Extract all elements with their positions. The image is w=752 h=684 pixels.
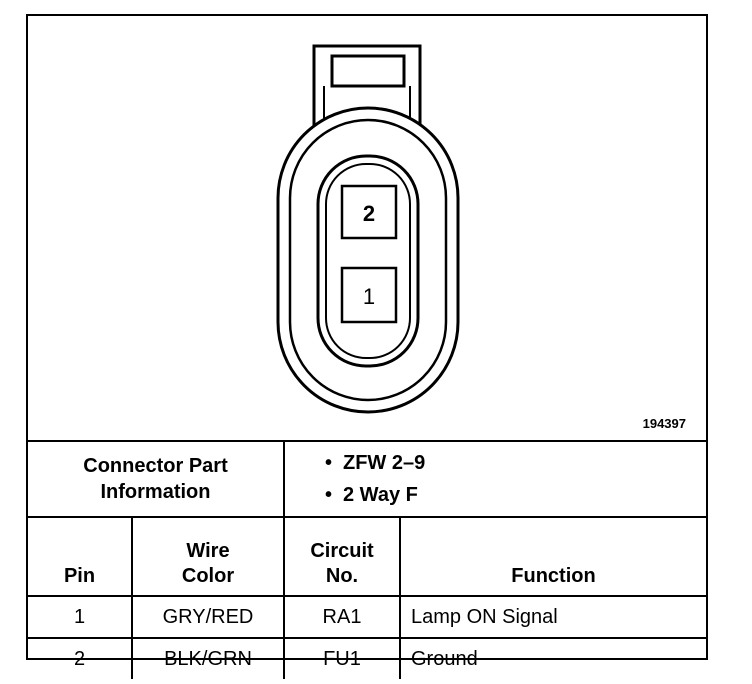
connector-sheet: 2 1 194397 Connector Part Information • Z… [26,14,708,679]
header-function: Function [399,516,706,597]
connector-face-drawing: 2 1 [276,44,460,414]
part-info-item: • 2 Way F [325,479,705,511]
cell-function: Ground [399,637,706,679]
pin-2-label: 2 [363,201,375,226]
latch-window [330,54,406,88]
part-info-label-line2: Information [100,481,211,503]
connector-info-table: Connector Part Information • ZFW 2–9 • 2 W… [28,440,706,679]
header-wire-color: Wire Color [131,516,285,597]
part-number-text: ZFW 2–9 [343,452,426,474]
pin-1-cavity [340,266,398,324]
part-info-items: • ZFW 2–9 • 2 Way F [283,440,706,518]
table-row: 2 BLK/GRN FU1 Ground [28,637,706,679]
pin-1-label: 1 [363,284,375,309]
cell-wire-color: GRY/RED [131,595,285,639]
cell-wire-color: BLK/GRN [131,637,285,679]
cell-circuit: RA1 [283,595,401,639]
cell-pin: 1 [28,595,133,639]
header-pin: Pin [28,516,133,597]
cell-pin: 2 [28,637,133,679]
part-info-label: Connector Part Information [28,440,285,518]
part-info-label-line1: Connector Part [83,455,228,477]
header-circuit-no: Circuit No. [283,516,401,597]
part-info-row: Connector Part Information • ZFW 2–9 • 2 W… [28,440,706,518]
connector-type-text: 2 Way F [343,484,418,506]
part-info-item: • ZFW 2–9 [325,447,705,479]
table-header-row: Pin Wire Color Circuit No. Function [28,516,706,597]
pin-2-cavity [340,184,398,240]
cell-circuit: FU1 [283,637,401,679]
bullet-icon: • [325,452,333,474]
table-row: 1 GRY/RED RA1 Lamp ON Signal [28,595,706,639]
bullet-icon: • [325,484,333,506]
figure-number: 194397 [642,416,686,431]
cell-function: Lamp ON Signal [399,595,706,639]
